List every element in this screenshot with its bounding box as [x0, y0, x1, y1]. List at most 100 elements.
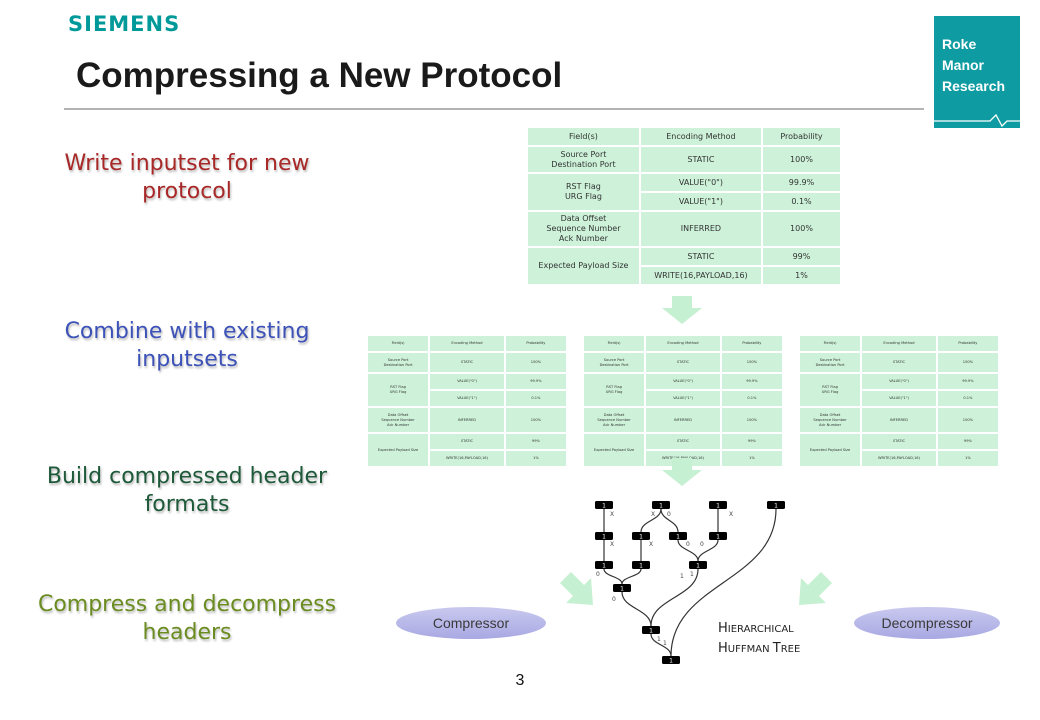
encoding-cell: INFERRED — [862, 408, 936, 432]
field-name: Sequence Number — [546, 224, 621, 233]
field-name: Source Port — [603, 357, 625, 362]
pulse-line-icon — [934, 113, 1020, 128]
encoding-cell: STATIC — [646, 353, 720, 372]
probability-cell: 99% — [762, 248, 840, 265]
probability-cell: 0.1% — [505, 391, 566, 406]
diagonal-arrow-icon — [799, 572, 832, 605]
tree-node: 1 — [632, 532, 650, 541]
svg-text:1: 1 — [649, 628, 653, 635]
field-name: URG Flag — [389, 390, 407, 394]
tree-edge — [660, 508, 679, 533]
svg-text:1: 1 — [669, 658, 673, 665]
field-cell: Expected Payload Size — [584, 434, 645, 466]
badge-line-1: Roke — [942, 36, 977, 52]
tree-node: 1 — [613, 584, 631, 593]
svg-text:1: 1 — [602, 534, 606, 541]
field-name: Destination Port — [815, 362, 845, 367]
header-cell: Field(s) — [800, 336, 861, 351]
probability-cell: 100% — [505, 408, 566, 432]
svg-text:1: 1 — [639, 563, 643, 570]
probability-cell: 100% — [762, 212, 840, 246]
svg-text:1: 1 — [774, 503, 778, 510]
probability-cell: 0.1% — [762, 193, 840, 210]
probability-cell: 99.9% — [762, 174, 840, 191]
field-name: Expected Payload Size — [538, 261, 629, 270]
header-cell: Field(s) — [528, 128, 639, 145]
tree-node: 1 — [709, 532, 727, 541]
field-name: Expected Payload Size — [593, 447, 635, 452]
probability-cell: 100% — [505, 353, 566, 372]
svg-text:1: 1 — [696, 563, 700, 570]
header-cell: Probability — [721, 336, 782, 351]
step-write-inputset: Write inputset for new protocol — [64, 151, 310, 204]
field-name: Data Offset — [560, 214, 607, 223]
encoding-cell: VALUE("0") — [862, 374, 936, 389]
step-build-formats: Build compressed header formats — [46, 464, 328, 517]
tree-edge-label: X — [649, 541, 653, 548]
field-name: Expected Payload Size — [809, 447, 851, 452]
tree-edge — [640, 508, 662, 533]
svg-text:1: 1 — [716, 503, 720, 510]
encoding-cell: STATIC — [640, 147, 761, 172]
table-row: WRITE(16,PAYLOAD,16)1% — [800, 451, 998, 466]
probability-cell: 1% — [762, 267, 840, 284]
tree-caption: HIERARCHICAL HUFFMAN TREE — [718, 618, 800, 658]
probability-cell: 99% — [505, 434, 566, 449]
badge-line-2: Manor — [942, 57, 984, 73]
tree-edge-label: 1 — [680, 573, 684, 580]
table-row: WRITE(16,PAYLOAD,16)1% — [528, 267, 840, 284]
step-compress-decompress: Compress and decompress headers — [37, 592, 337, 645]
encoding-cell: WRITE(16,PAYLOAD,16) — [862, 451, 936, 466]
header-cell: Probability — [762, 128, 840, 145]
decompressor-pill: Decompressor — [854, 607, 1000, 639]
svg-text:1: 1 — [620, 586, 624, 593]
page-number: 3 — [515, 672, 525, 689]
header-cell: Probability — [505, 336, 566, 351]
encoding-cell: VALUE("1") — [862, 391, 936, 406]
encoding-cell: WRITE(16,PAYLOAD,16) — [430, 451, 504, 466]
tree-edge — [670, 508, 777, 657]
tree-edge — [650, 568, 699, 627]
tree-edge-label: X — [651, 511, 655, 518]
siemens-logo: SIEMENS — [68, 12, 181, 36]
field-name: Data Offset — [387, 412, 409, 417]
field-cell: Expected Payload Size — [800, 434, 861, 466]
probability-cell: 100% — [937, 353, 998, 372]
probability-cell: 99.9% — [937, 374, 998, 389]
tree-edge-label: X — [610, 541, 614, 548]
encoding-cell: VALUE("1") — [640, 193, 761, 210]
encoding-cell: STATIC — [430, 353, 504, 372]
tree-node: 1 — [709, 501, 727, 510]
tree-edge — [697, 539, 719, 562]
header-cell: Probability — [937, 336, 998, 351]
field-name: RST Flag — [606, 385, 622, 389]
field-name: Source Port — [819, 357, 841, 362]
field-name: Destination Port — [599, 362, 629, 367]
header-cell: Field(s) — [368, 336, 429, 351]
field-name: Ack Number — [603, 422, 626, 427]
tree-edge — [677, 539, 699, 562]
probability-cell: 100% — [721, 353, 782, 372]
probability-cell: 100% — [937, 408, 998, 432]
encoding-cell: VALUE("0") — [640, 174, 761, 191]
svg-text:1: 1 — [676, 534, 680, 541]
step-combine-inputsets: Combine with existing inputsets — [64, 319, 310, 372]
encoding-cell: INFERRED — [640, 212, 761, 246]
field-name: RST Flag — [566, 182, 601, 191]
field-name: Ack Number — [819, 422, 842, 427]
tree-edge-label: 0 — [667, 511, 671, 518]
